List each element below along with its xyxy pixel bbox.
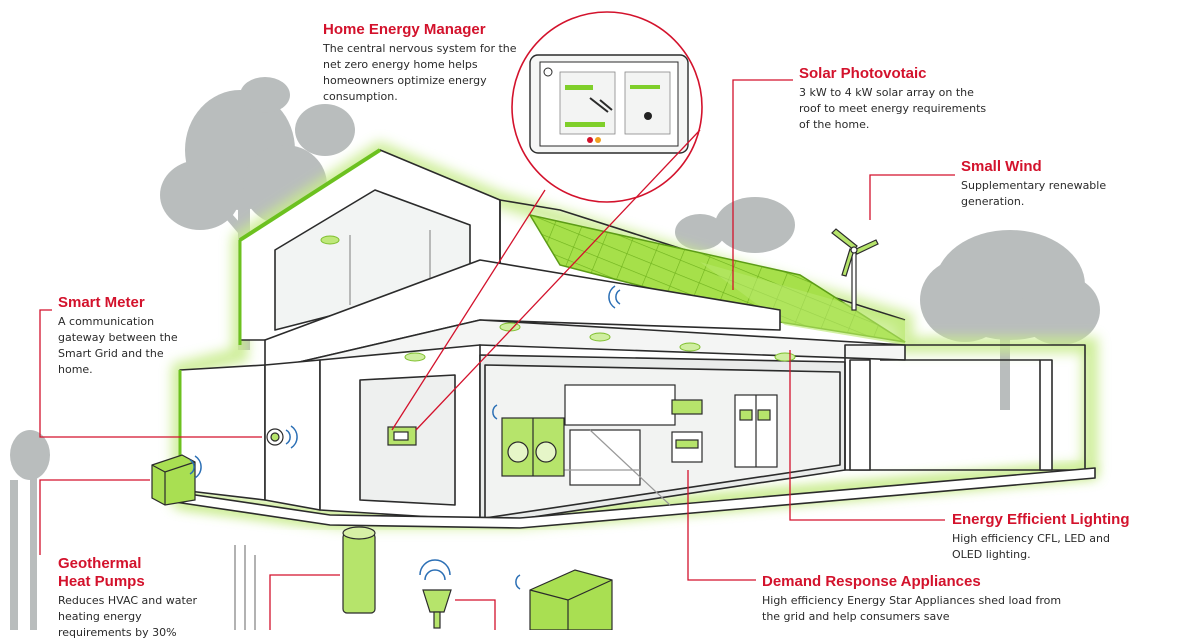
solar-panel-icon [528, 213, 906, 345]
callout-title: Home Energy Manager [323, 21, 486, 38]
geothermal-equipment [234, 526, 613, 630]
thermostat-icon [387, 426, 417, 446]
callout-home-energy-manager: Home Energy Manager The central nervous … [323, 21, 523, 105]
callout-smart-meter: Smart Meter A communication gateway betw… [58, 294, 188, 378]
callout-description: Supplementary renewable generation. [961, 179, 1107, 208]
kitchen-interior [545, 384, 676, 506]
callout-geothermal-heat-pumps: Geothermal Heat Pumps Reduces HVAC and w… [58, 555, 208, 641]
callout-description: 3 kW to 4 kW solar array on the roof to … [799, 86, 987, 131]
callout-title: Energy Efficient Lighting [952, 511, 1130, 528]
water-heater-icon [342, 526, 376, 614]
callout-energy-efficient-lighting: Energy Efficient Lighting High efficienc… [952, 511, 1182, 563]
callout-title: Demand Response Appliances [762, 573, 981, 590]
callout-title: Geothermal Heat Pumps [58, 555, 145, 590]
wind-turbine-icon [831, 228, 879, 311]
callout-solar-photovoltaic: Solar Photovotaic 3 kW to 4 kW solar arr… [799, 65, 989, 133]
tree-icon [10, 430, 50, 630]
background-trees [10, 77, 1100, 630]
wifi-signal-icon [189, 285, 621, 590]
callout-description: Reduces HVAC and water heating energy re… [58, 594, 198, 639]
callout-description: High efficiency CFL, LED and OLED lighti… [952, 532, 1110, 561]
callout-demand-response-appliances: Demand Response Appliances High efficien… [762, 573, 1062, 625]
callout-description: High efficiency Energy Star Appliances s… [762, 594, 1062, 623]
sump-pump-icon [422, 589, 452, 629]
washer-dryer-icon [501, 417, 565, 477]
refrigerator-icon [734, 394, 778, 468]
battery-storage-icon [529, 569, 613, 630]
callout-description: The central nervous system for the net z… [323, 42, 517, 103]
house-upper-volume [238, 148, 906, 345]
heat-pump-icon [151, 454, 196, 506]
callout-small-wind: Small Wind Supplementary renewable gener… [961, 158, 1161, 210]
callout-description: A communication gateway between the Smar… [58, 315, 178, 376]
oven-icon [671, 399, 703, 463]
smart-meter-icon [266, 428, 284, 446]
callout-title: Solar Photovotaic [799, 65, 927, 82]
tree-icon [160, 77, 355, 350]
energy-manager-zoom [511, 11, 703, 203]
tree-icon [920, 230, 1100, 410]
callout-title: Small Wind [961, 158, 1042, 175]
tree-icon [675, 197, 795, 253]
callout-title: Smart Meter [58, 294, 145, 311]
callout-leader-lines [39, 79, 955, 630]
